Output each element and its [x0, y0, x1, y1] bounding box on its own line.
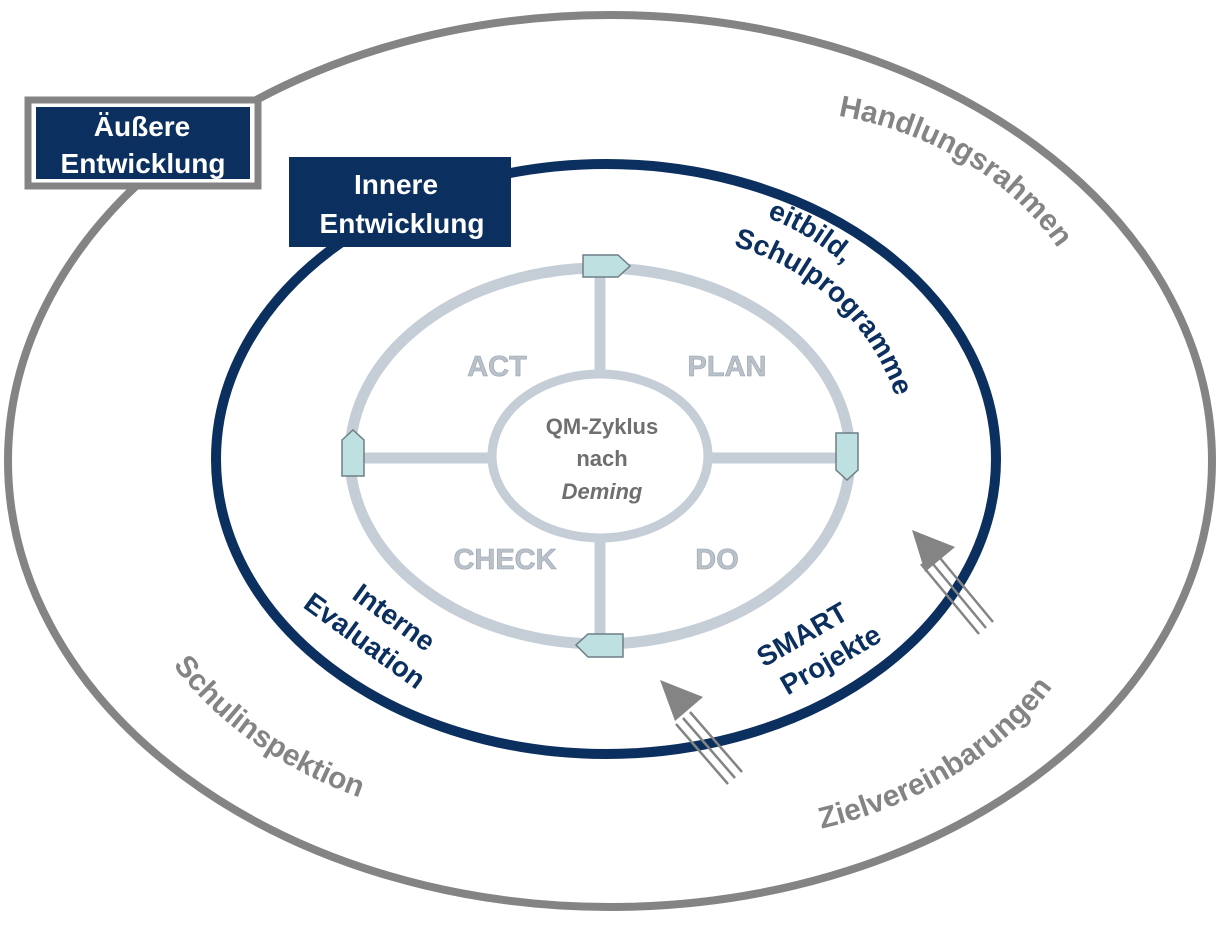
connector-arrow-right	[835, 432, 859, 482]
inner-ring	[211, 159, 1001, 759]
pdca-check: CHECK	[453, 544, 556, 576]
center-line2: nach	[576, 446, 627, 471]
center-line1: QM-Zyklus	[546, 414, 658, 439]
label-zielvereinbarungen-text: Zielvereinbarungen	[815, 671, 1058, 836]
connector-arrow-left	[341, 428, 365, 477]
outer-box	[36, 107, 250, 179]
center-ellipse	[487, 369, 713, 543]
pdca-act: ACT	[467, 351, 527, 383]
connector-arrow-top	[582, 254, 632, 278]
label-handlungsrahmen-text: Handlungsrahmen	[837, 90, 1079, 252]
inner-box-line2: Entwicklung	[320, 208, 485, 239]
inner-box	[289, 157, 511, 247]
inner-box-line1: Innere	[354, 169, 438, 200]
pdca-plan: PLAN	[688, 351, 767, 383]
pdca-do: DO	[695, 544, 739, 576]
label-zielvereinbarungen: Zielvereinbarungen	[815, 671, 1058, 836]
label-handlungsrahmen: Handlungsrahmen	[837, 90, 1079, 252]
connector-arrow-bottom	[574, 633, 624, 658]
arrow-bottom	[660, 680, 743, 785]
outer-box-line2: Entwicklung	[61, 148, 226, 179]
arrow-right	[912, 530, 994, 635]
outer-ring	[4, 11, 1216, 911]
center-line3: Deming	[562, 479, 643, 504]
outer-box-line1: Äußere	[94, 111, 190, 142]
